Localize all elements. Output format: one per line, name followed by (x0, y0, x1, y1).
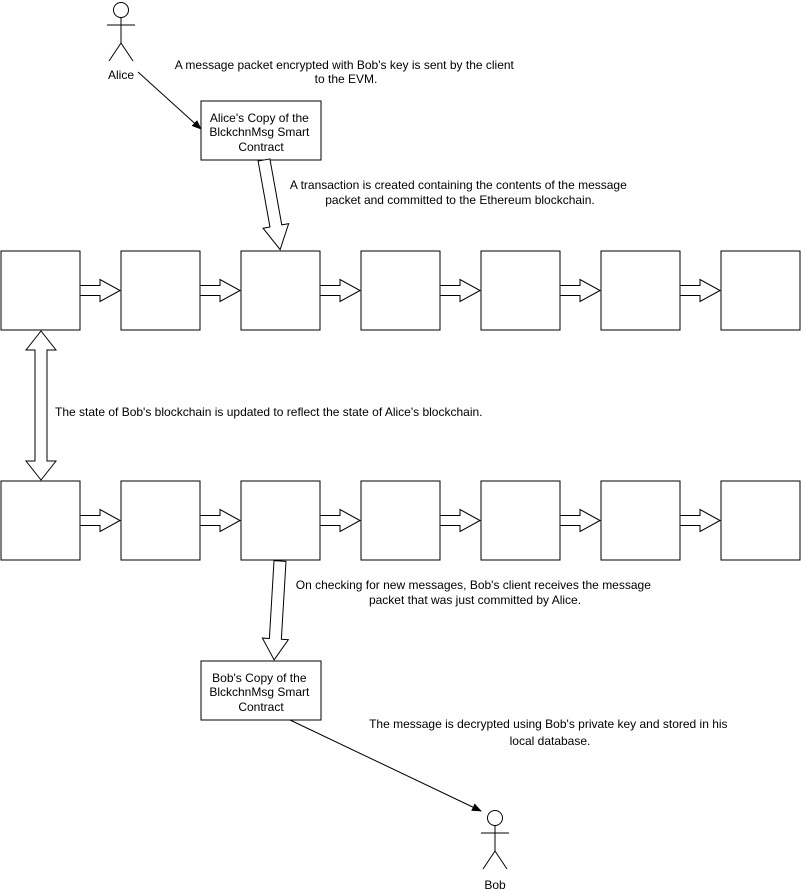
alice-chain-block-2 (120, 250, 201, 331)
bob-actor-icon (481, 810, 509, 870)
alice-chain-block-7 (720, 250, 801, 331)
decrypt-note: The message is decrypted using Bob's pri… (369, 717, 731, 748)
bob-chain-link-arrow-1 (79, 508, 122, 533)
sync-note: The state of Bob's blockchain is updated… (55, 405, 483, 419)
receive-hollow-arrow (261, 560, 290, 661)
alice-blockchain (0, 250, 801, 331)
alice-chain-block-4 (360, 250, 441, 331)
bob-chain-link-arrow-6 (679, 508, 722, 533)
alice-actor-icon (107, 2, 135, 62)
bob-label: Bob (484, 878, 506, 891)
bob-chain-block-3 (240, 480, 321, 561)
commit-hollow-arrow (257, 158, 290, 251)
alice-chain-link-arrow-5 (559, 278, 602, 303)
sync-double-arrow (24, 330, 58, 481)
commit-note: A transaction is created containing the … (290, 178, 630, 207)
alice-chain-block-1 (0, 250, 81, 331)
alice-chain-link-arrow-3 (319, 278, 362, 303)
alice-chain-block-3 (240, 250, 321, 331)
bob-chain-block-1 (0, 480, 81, 561)
deliver-arrow (289, 719, 482, 812)
alice-chain-link-arrow-2 (199, 278, 242, 303)
bob-contract-label: Bob's Copy of the BlckchnMsg Smart Contr… (209, 671, 312, 714)
bob-chain-block-5 (480, 480, 561, 561)
bob-chain-link-arrow-5 (559, 508, 602, 533)
alice-contract-label: Alice's Copy of the BlckchnMsg Smart Con… (209, 111, 312, 154)
alice-chain-link-arrow-1 (79, 278, 122, 303)
send-note: A message packet encrypted with Bob's ke… (175, 58, 517, 86)
alice-chain-block-6 (600, 250, 681, 331)
send-arrow (137, 71, 202, 130)
bob-chain-block-7 (720, 480, 801, 561)
bob-contract-box (200, 660, 322, 721)
receive-note: On checking for new messages, Bob's clie… (296, 578, 654, 607)
alice-chain-link-arrow-4 (439, 278, 482, 303)
bob-chain-block-6 (600, 480, 681, 561)
bob-chain-block-4 (360, 480, 441, 561)
alice-contract-box (200, 100, 322, 161)
alice-label: Alice (108, 68, 134, 82)
bob-chain-link-arrow-3 (319, 508, 362, 533)
alice-chain-block-5 (480, 250, 561, 331)
bob-chain-link-arrow-2 (199, 508, 242, 533)
bob-chain-link-arrow-4 (439, 508, 482, 533)
alice-chain-link-arrow-6 (679, 278, 722, 303)
bob-chain-block-2 (120, 480, 201, 561)
bob-blockchain (0, 480, 801, 561)
